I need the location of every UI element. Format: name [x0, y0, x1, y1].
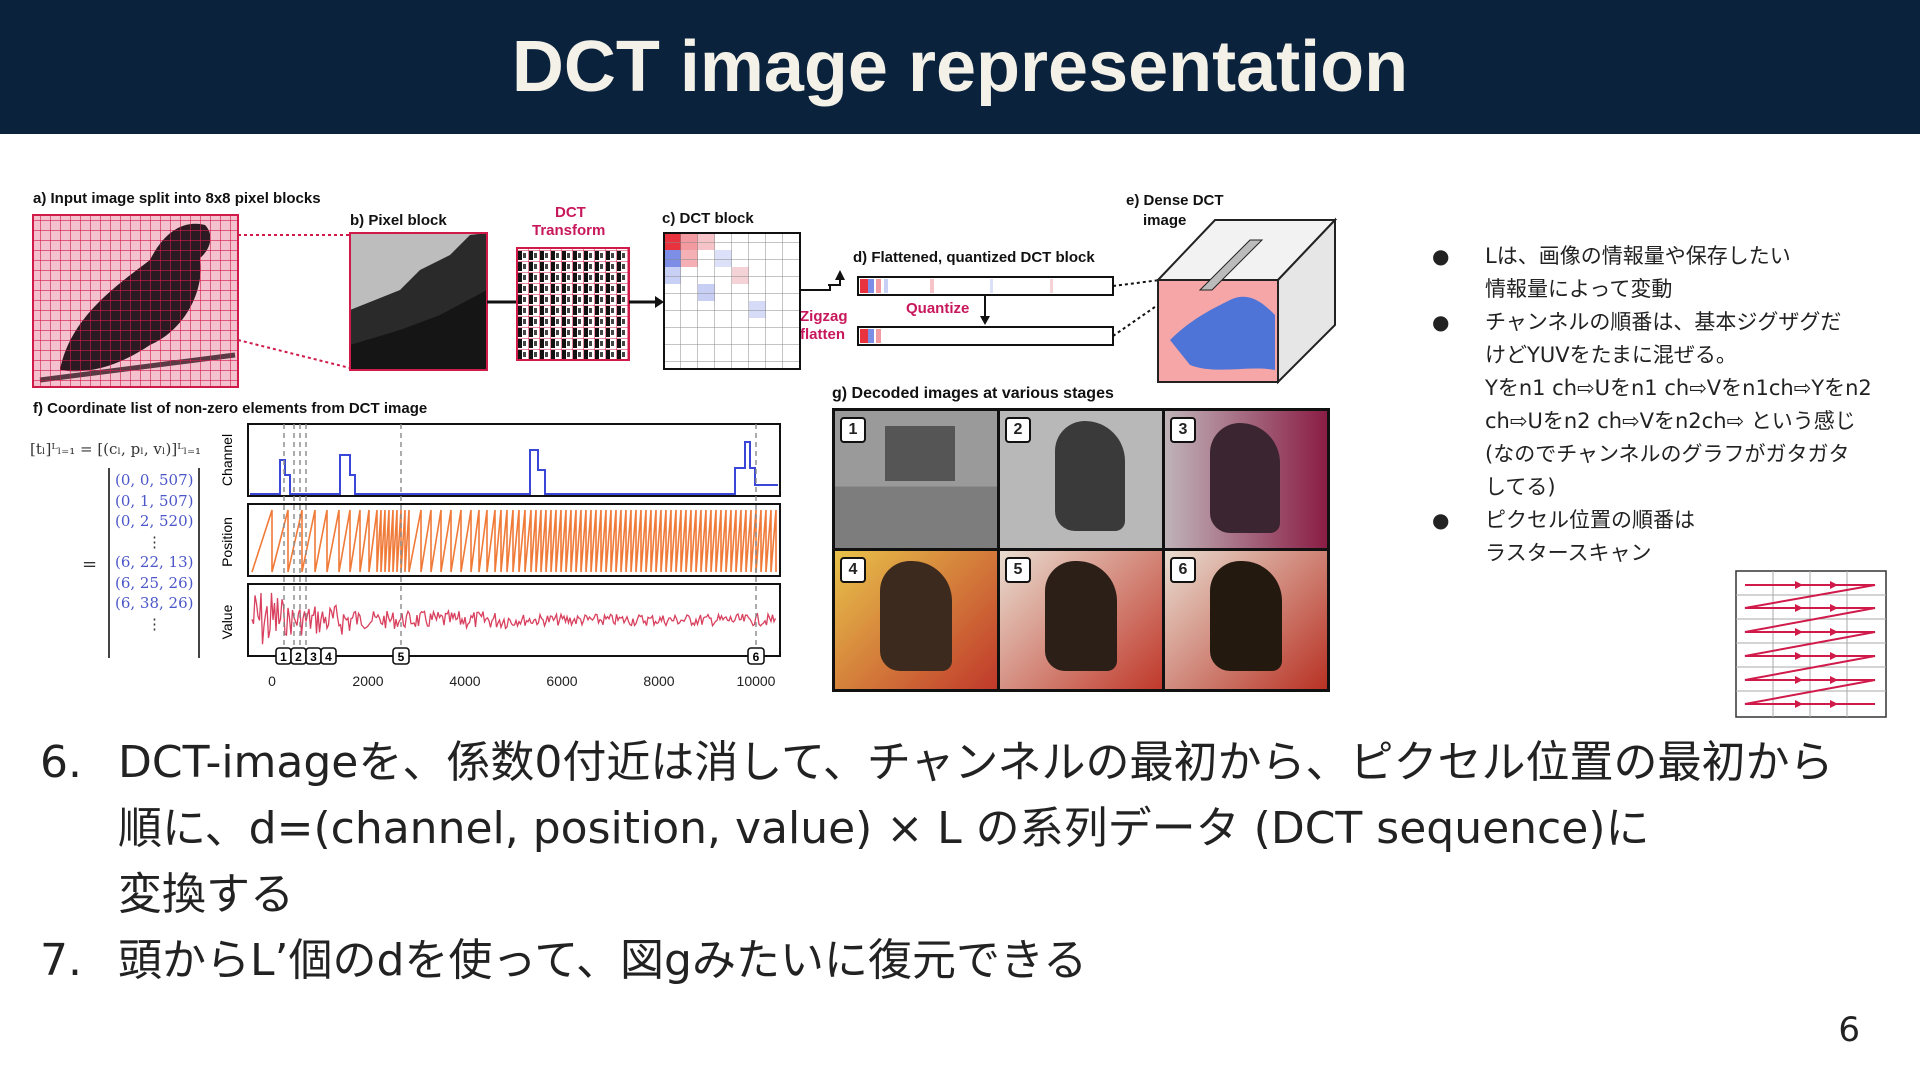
- note-line: けどYUVをたまに混ぜる。: [1485, 343, 1737, 367]
- flattened-bar-top: [857, 276, 1114, 296]
- position-series-line: [251, 509, 777, 573]
- step-number: 7.: [40, 935, 82, 986]
- slide-header: DCT image representation: [0, 0, 1920, 134]
- x-tick: 2000: [352, 673, 383, 689]
- dct-block: [663, 232, 801, 370]
- label-dct-1: DCT: [555, 204, 586, 221]
- decoded-images-grid: 1 2 3 4 5 6: [832, 408, 1330, 692]
- channel-panel: [247, 423, 781, 497]
- note-line: チャンネルの順番は、基本ジグザグだ: [1485, 310, 1842, 334]
- label-d: d) Flattened, quantized DCT block: [853, 249, 1095, 266]
- notes-list: ● Lは、画像の情報量や保存したい 情報量によって変動 ● チャンネルの順番は、…: [1430, 240, 1900, 570]
- step-number: 6.: [40, 737, 82, 788]
- formula-row: ⋮: [147, 614, 162, 633]
- label-c: c) DCT block: [662, 210, 754, 227]
- note-line: 情報量によって変動: [1485, 277, 1673, 301]
- label-zigzag-1: Zigzag: [800, 308, 848, 325]
- step-line: DCT-imageを、係数0付近は消して、チャンネルの最初から、ピクセル位置の最…: [118, 737, 1834, 788]
- formula-row: (6, 38, 26): [115, 594, 194, 612]
- step-item: 6. DCT-imageを、係数0付近は消して、チャンネルの最初から、ピクセル位…: [40, 730, 1880, 928]
- dense-dct-cube: [1155, 217, 1338, 385]
- formula-row: (6, 25, 26): [115, 573, 194, 592]
- decoded-label-1: 1: [840, 417, 866, 443]
- decoded-image-6: [1165, 551, 1327, 689]
- x-tick: 6000: [546, 673, 577, 689]
- note-line: ピクセル位置の順番は: [1485, 508, 1695, 532]
- stage-lines: [283, 424, 757, 656]
- value-series-line: [251, 592, 777, 645]
- label-dct-2: Transform: [532, 222, 606, 239]
- x-tick: 0: [268, 673, 276, 689]
- x-tick: 4000: [449, 673, 480, 689]
- value-panel: [247, 583, 781, 657]
- bullet-icon: ●: [1432, 244, 1450, 268]
- axis-channel-label: Channel: [219, 434, 235, 486]
- stage-marker-1: 1: [280, 650, 287, 664]
- step-line: 変換する: [118, 869, 294, 920]
- x-ticks: 0 2000 4000 6000 8000 10000: [268, 673, 776, 689]
- axis-value-label: Value: [219, 604, 235, 639]
- label-a: a) Input image split into 8x8 pixel bloc…: [33, 190, 321, 207]
- stage-marker-6: 6: [753, 650, 760, 664]
- flattened-bar-bottom: [857, 326, 1114, 346]
- note-item: ● ピクセル位置の順番は ラスタースキャン: [1430, 504, 1900, 570]
- note-item: ● チャンネルの順番は、基本ジグザグだ けどYUVをたまに混ぜる。 Yをn1 c…: [1430, 306, 1900, 504]
- formula-bracket: [108, 468, 200, 658]
- axis-position-label: Position: [219, 517, 235, 567]
- label-e-1: e) Dense DCT: [1126, 192, 1224, 209]
- dct-basis-grid: [516, 247, 630, 361]
- formula-row: (0, 1, 507): [115, 491, 194, 510]
- decoded-label-6: 6: [1170, 557, 1196, 583]
- label-b: b) Pixel block: [350, 212, 447, 229]
- decoded-label-3: 3: [1170, 417, 1196, 443]
- stage-markers: 1 2 3 4 5 6: [275, 647, 765, 665]
- formula-row: (0, 0, 507): [115, 471, 194, 489]
- formula-row: (0, 2, 520): [115, 512, 194, 530]
- stage-marker-3: 3: [310, 650, 317, 664]
- bullet-icon: ●: [1432, 508, 1450, 532]
- note-line: ch⇨Uをn2 ch⇨Vをn2ch⇨ という感じ: [1485, 409, 1856, 433]
- note-line: ラスタースキャン: [1485, 541, 1652, 565]
- input-image-grid: [32, 214, 239, 388]
- note-item: ● Lは、画像の情報量や保存したい 情報量によって変動: [1430, 240, 1900, 306]
- formula-head: [tₗ]ᴸₗ₌₁ = [(cₗ, pₗ, vₗ)]ᴸₗ₌₁: [30, 440, 202, 458]
- note-line: (なのでチャンネルのグラフがガタガタ: [1485, 442, 1850, 466]
- label-g: g) Decoded images at various stages: [832, 385, 1114, 402]
- x-tick: 8000: [643, 673, 674, 689]
- formula-equals: =: [82, 554, 98, 575]
- pixel-block: [349, 232, 488, 371]
- dct-pipeline-figure: [32, 214, 1338, 388]
- step-line: 順に、d=(channel, position, value) × L の系列デ…: [118, 803, 1650, 854]
- decoded-label-4: 4: [840, 557, 866, 583]
- arrow-c-d: [800, 285, 831, 291]
- label-e-2: image: [1143, 212, 1187, 229]
- stage-marker-4: 4: [325, 650, 332, 664]
- raster-scan-diagram: [1735, 570, 1887, 718]
- steps-list: 6. DCT-imageを、係数0付近は消して、チャンネルの最初から、ピクセル位…: [40, 730, 1880, 994]
- label-zigzag-2: flatten: [800, 326, 845, 343]
- page-number: 6: [1838, 1010, 1860, 1050]
- note-line: してる): [1485, 475, 1556, 499]
- channel-series-line: [250, 441, 778, 495]
- formula-row: ⋮: [147, 532, 162, 551]
- formula-rows: (0, 0, 507) (0, 1, 507) (0, 2, 520) ⋮ (6…: [115, 470, 194, 634]
- label-f: f) Coordinate list of non-zero elements …: [33, 400, 428, 417]
- formula-row: (6, 22, 13): [115, 553, 194, 571]
- stage-marker-5: 5: [398, 650, 405, 664]
- step-line: 頭からL’個のdを使って、図gみたいに復元できる: [118, 935, 1088, 986]
- decoded-label-5: 5: [1005, 557, 1031, 583]
- bullet-icon: ●: [1432, 310, 1450, 334]
- decoded-label-2: 2: [1005, 417, 1031, 443]
- step-item: 7. 頭からL’個のdを使って、図gみたいに復元できる: [40, 928, 1880, 994]
- note-line: Lは、画像の情報量や保存したい: [1485, 244, 1791, 268]
- x-tick: 10000: [737, 673, 776, 689]
- label-quantize: Quantize: [906, 300, 970, 317]
- stage-marker-2: 2: [295, 650, 302, 664]
- note-line: Yをn1 ch⇨Uをn1 ch⇨Vをn1ch⇨Yをn2: [1485, 376, 1872, 400]
- zoom-line-bottom: [237, 339, 351, 369]
- sequence-plots: Channel Position Value 1 2 3 4 5 6 0 200…: [219, 423, 781, 689]
- slide-title: DCT image representation: [511, 27, 1409, 107]
